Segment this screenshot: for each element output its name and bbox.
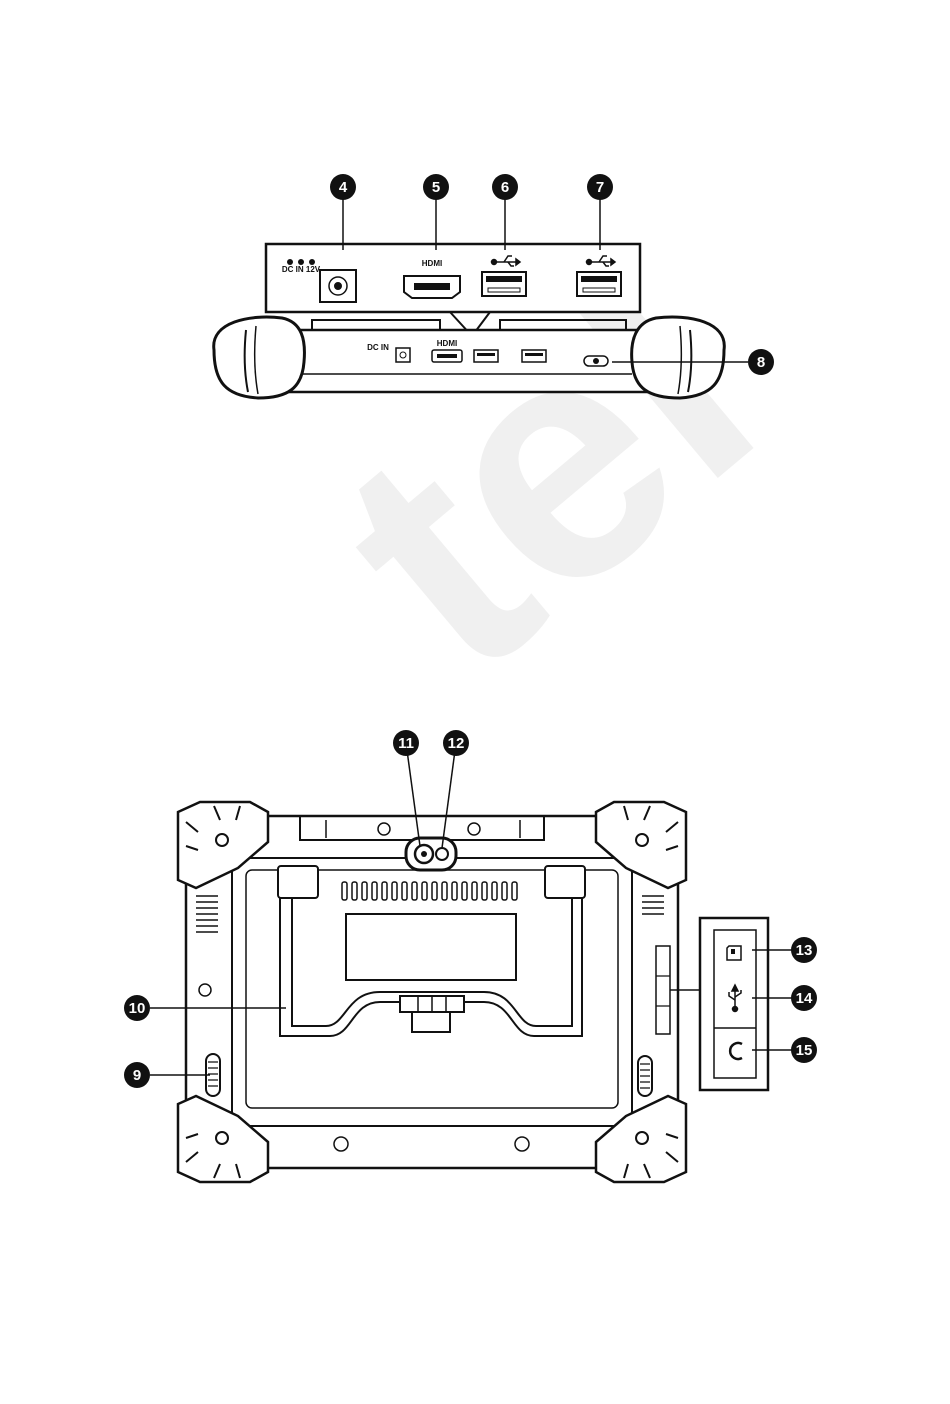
- svg-text:11: 11: [398, 735, 414, 752]
- svg-text:12: 12: [448, 735, 465, 752]
- callout-14: 14: [791, 985, 817, 1011]
- callout-11: 11: [393, 730, 419, 756]
- svg-text:13: 13: [796, 942, 813, 959]
- callout-9: 9: [124, 1062, 150, 1088]
- dc-in-label: DC IN 12V: [282, 265, 321, 274]
- svg-text:8: 8: [757, 354, 765, 371]
- svg-text:7: 7: [596, 179, 604, 196]
- dc-small-label: DC IN: [367, 343, 389, 352]
- svg-text:15: 15: [796, 1042, 813, 1059]
- svg-text:14: 14: [796, 990, 813, 1007]
- top-view: DC IN 12V HDMI: [214, 196, 748, 398]
- callout-15: 15: [791, 1037, 817, 1063]
- callout-5: 5: [423, 174, 449, 200]
- svg-text:6: 6: [501, 179, 509, 196]
- callout-12: 12: [443, 730, 469, 756]
- svg-text:9: 9: [133, 1067, 141, 1084]
- device-top-body: DC IN HDMI: [214, 317, 725, 398]
- callout-10: 10: [124, 995, 150, 1021]
- svg-text:5: 5: [432, 179, 440, 196]
- callout-6: 6: [492, 174, 518, 200]
- callout-13: 13: [791, 937, 817, 963]
- hdmi-label: HDMI: [422, 259, 442, 268]
- hdmi-small-label: HDMI: [437, 339, 457, 348]
- svg-text:10: 10: [129, 1000, 146, 1017]
- callout-7: 7: [587, 174, 613, 200]
- callout-8: 8: [748, 349, 774, 375]
- svg-text:4: 4: [339, 179, 348, 196]
- speaker-grille-top-left: [196, 896, 218, 932]
- side-port-panel-zoom: [670, 918, 768, 1090]
- back-view: [150, 743, 792, 1182]
- callout-4: 4: [330, 174, 356, 200]
